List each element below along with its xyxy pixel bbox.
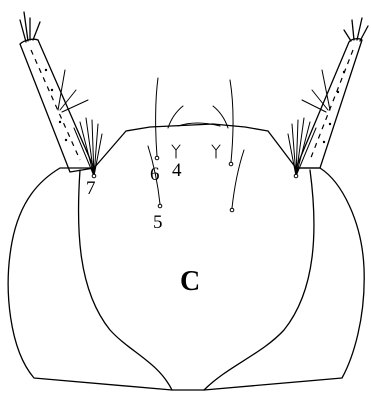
seta-label-5: 5 bbox=[153, 212, 163, 233]
right-suture-line bbox=[204, 170, 314, 390]
right-antenna bbox=[296, 18, 368, 168]
right-seta-7-tuft bbox=[288, 118, 316, 178]
right-seta-4 bbox=[212, 145, 220, 158]
left-suture-line bbox=[78, 170, 172, 390]
left-seta-6-base bbox=[155, 156, 159, 160]
right-seta-6-base bbox=[229, 162, 233, 166]
seta-label-6: 6 bbox=[150, 164, 160, 185]
left-antenna bbox=[20, 12, 94, 172]
seta-label-7: 7 bbox=[86, 178, 96, 199]
left-seta-4 bbox=[172, 145, 180, 158]
right-seta-5-base bbox=[230, 208, 234, 212]
left-seta-5-base bbox=[158, 204, 162, 208]
seta-label-4: 4 bbox=[172, 160, 182, 181]
left-seta-6 bbox=[156, 78, 158, 156]
right-seta-5 bbox=[232, 150, 244, 208]
panel-label: C bbox=[180, 266, 200, 297]
head-capsule-outline bbox=[8, 124, 364, 390]
right-seta-6 bbox=[230, 80, 233, 162]
